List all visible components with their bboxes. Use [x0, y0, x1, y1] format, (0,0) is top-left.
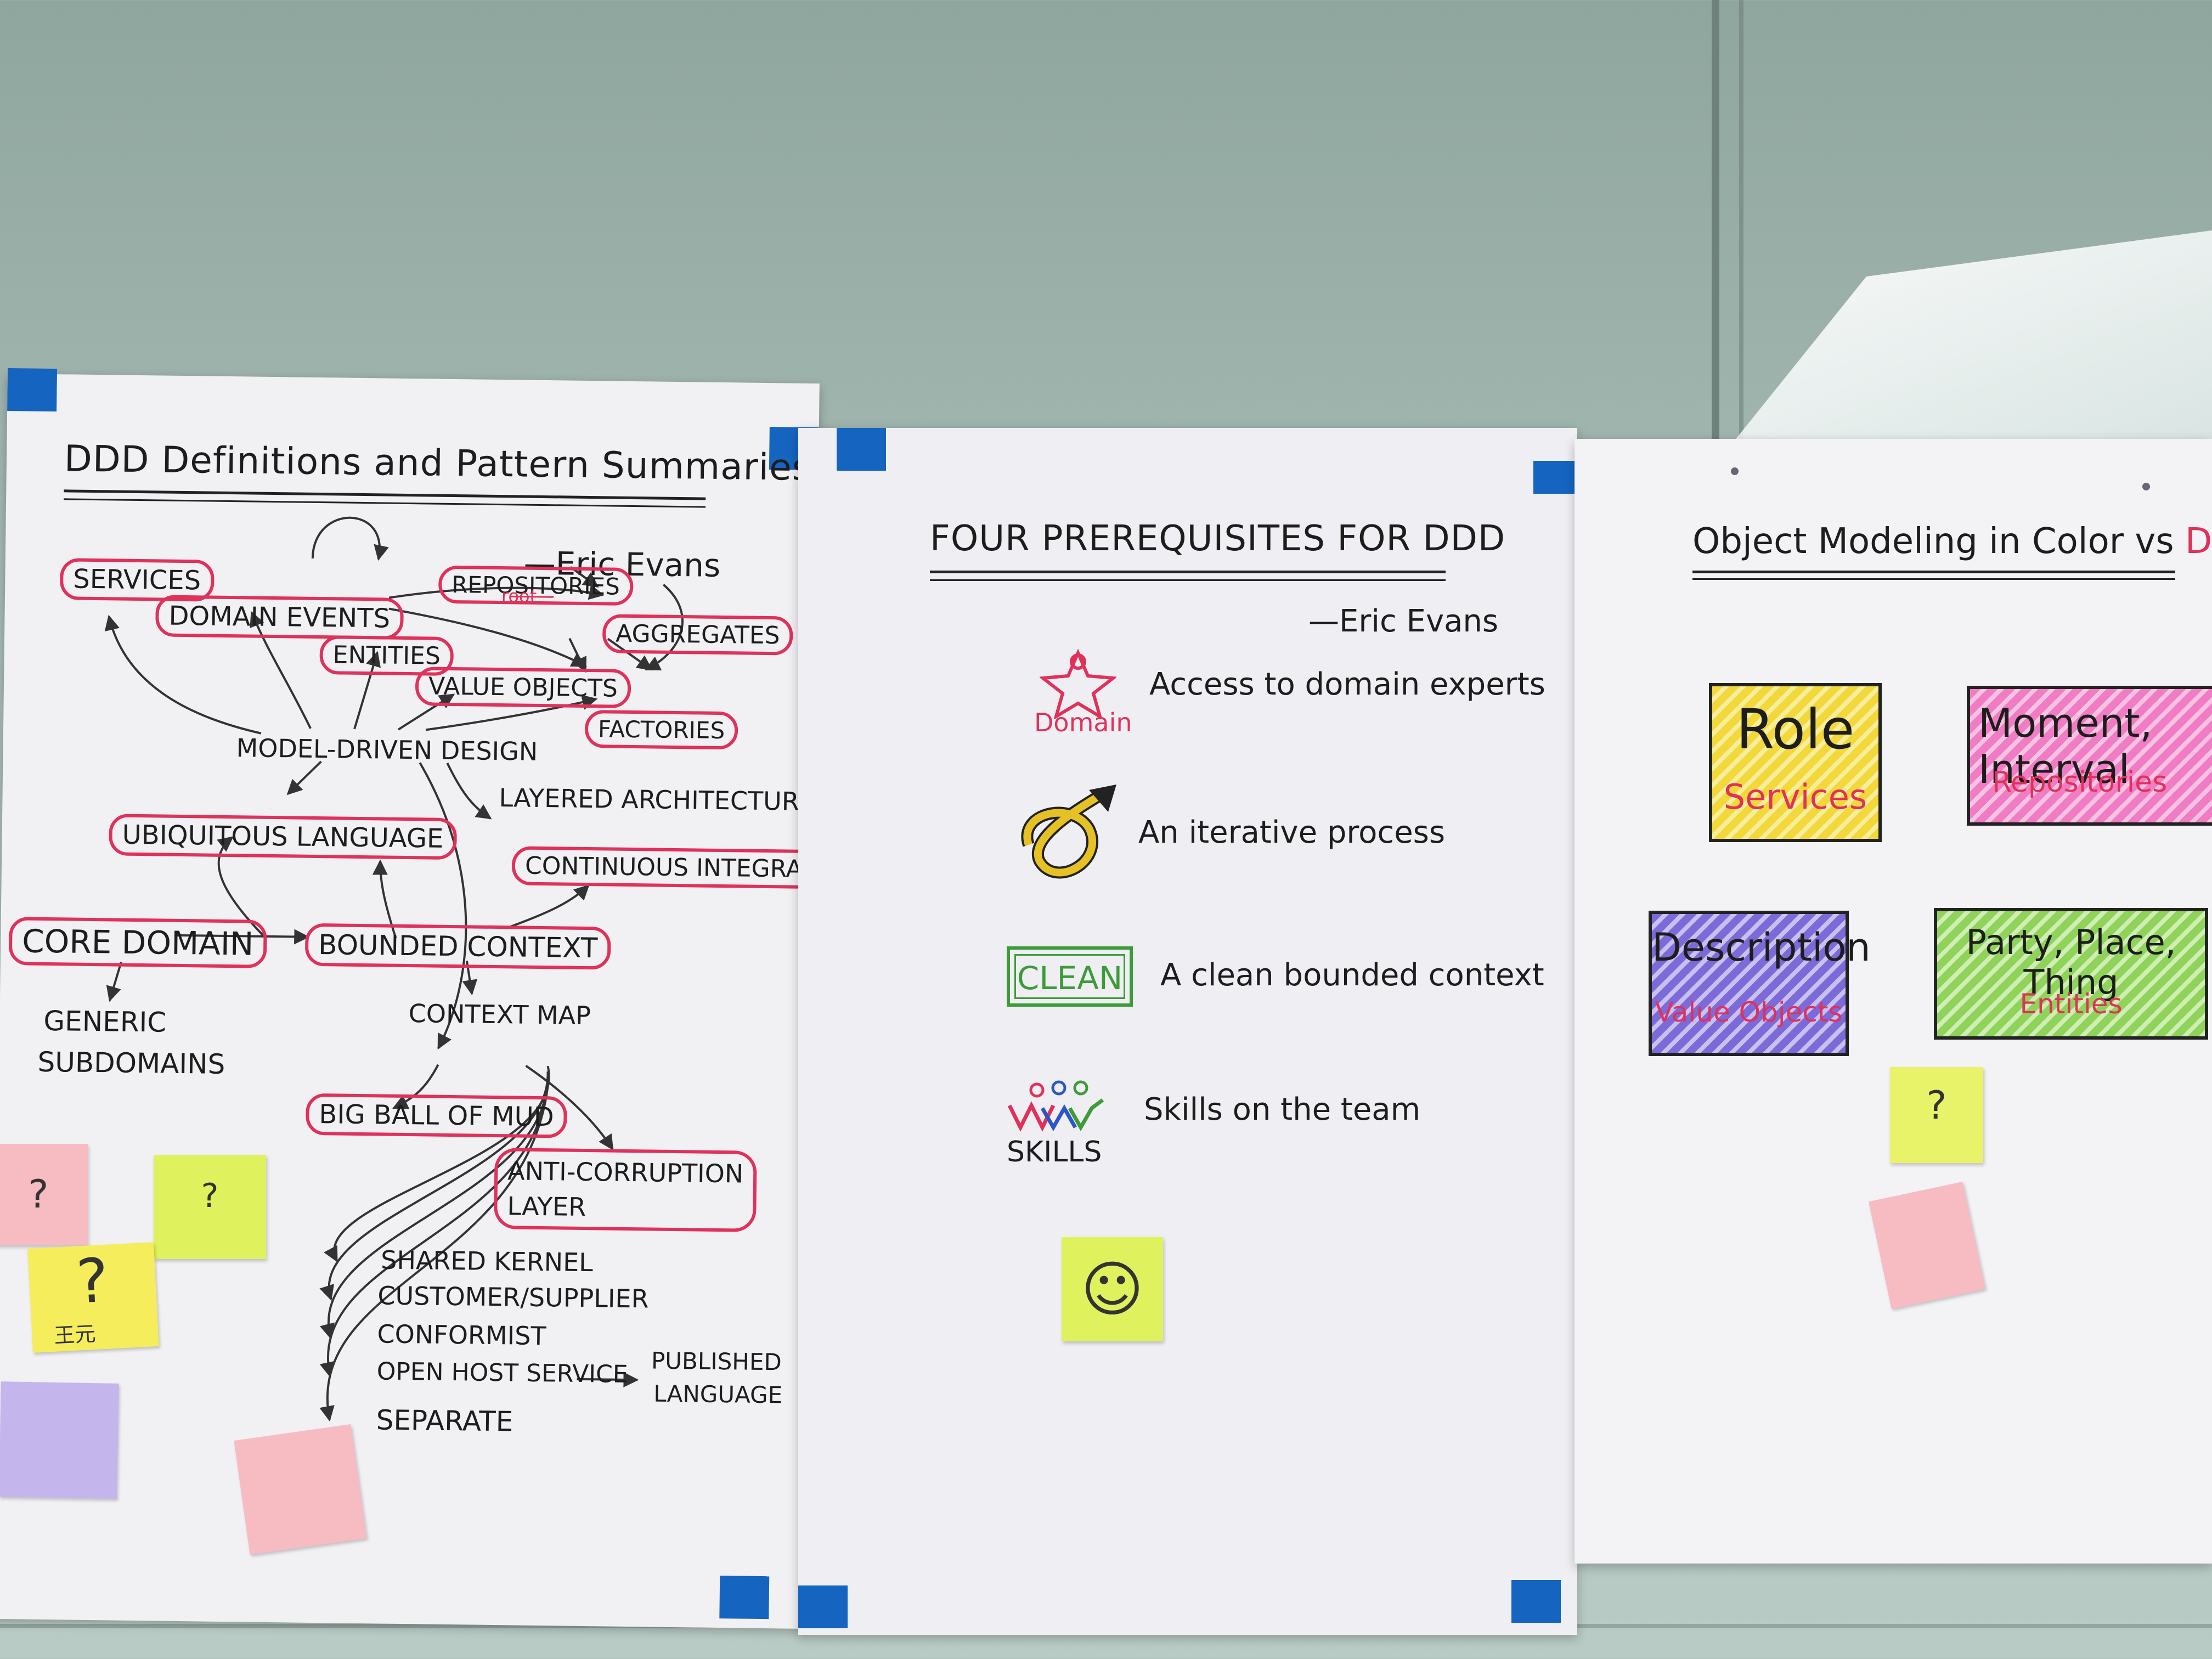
anti-corruption-line2: LAYER	[507, 1191, 586, 1222]
node-root-label: root	[501, 585, 537, 607]
box-description: Description Value Objects	[1649, 911, 1871, 1056]
hole-punch	[2142, 483, 2150, 490]
box-role-main: Role	[1736, 697, 1855, 761]
prereq-skills-on-team: Skills on the team	[1144, 1092, 1421, 1127]
tape-bottom-left	[798, 1585, 848, 1628]
node-open-host-service: OPEN HOST SERVICE	[376, 1357, 628, 1389]
box-party-main: Party, Place, Thing	[1966, 922, 2176, 1002]
node-conformist: CONFORMIST	[377, 1319, 546, 1351]
sticky-note-pink: ?	[0, 1144, 88, 1245]
pattern-arrows	[104, 516, 684, 1422]
node-model-driven-design: MODEL-DRIVEN DESIGN	[236, 733, 538, 766]
node-context-map: CONTEXT MAP	[408, 998, 591, 1031]
sticky-note-pink-2	[234, 1424, 367, 1555]
tape-top-left	[837, 428, 886, 471]
prereq-clean-bounded-context: A clean bounded context	[1160, 957, 1544, 993]
box-description-sub: Value Objects	[1655, 996, 1843, 1028]
title-underline-2	[1692, 578, 2175, 580]
node-generic-subdomains-2: SUBDOMAINS	[37, 1046, 225, 1080]
node-published-language-1: PUBLISHED	[651, 1347, 782, 1376]
title-underline	[1692, 571, 2175, 573]
node-core-domain: CORE DOMAIN	[8, 917, 267, 968]
flipchart-ddd-patterns: DDD Definitions and Pattern Summaries —E…	[0, 368, 873, 1629]
sticky-note-pink-right	[1869, 1181, 1985, 1310]
node-ubiquitous-language: UBIQUITOUS LANGUAGE	[109, 814, 457, 860]
prereq-iterative-process: An iterative process	[1138, 815, 1446, 850]
node-customer-supplier: CUSTOMER/SUPPLIER	[377, 1280, 649, 1314]
node-shared-kernel: SHARED KERNEL	[380, 1245, 594, 1278]
node-factories: FACTORIES	[584, 709, 738, 750]
author: —Eric Evans	[1308, 603, 1499, 639]
sticky-note-violet	[0, 1381, 119, 1499]
node-bounded-context: BOUNDED CONTEXT	[304, 923, 611, 970]
box-moment-main: Moment, Interval	[1978, 700, 2153, 792]
node-published-language-2: LANGUAGE	[653, 1380, 783, 1409]
title-underline	[930, 571, 1446, 573]
node-aggregates: AGGREGATES	[602, 614, 793, 656]
sheet-title: Object Modeling in Color vs DDD	[1692, 521, 2212, 562]
wall-seam	[1739, 0, 1743, 439]
flipchart-object-modeling: Object Modeling in Color vs DDD Role Ser…	[1575, 439, 2212, 1564]
box-party-place-thing: Party, Place, Thing Entities	[1934, 908, 2208, 1040]
prereq-access-to-domain-experts: Access to domain experts	[1149, 667, 1545, 702]
box-party-sub: Entities	[2019, 988, 2123, 1020]
title-main: Object Modeling in Color vs	[1692, 521, 2174, 562]
node-value-objects: VALUE OBJECTS	[415, 667, 631, 708]
star-person-icon	[1040, 648, 1116, 719]
sticky-yellow-note: 王元	[53, 1321, 97, 1348]
node-generic-subdomains: GENERIC	[43, 1005, 167, 1039]
node-domain-events: DOMAIN EVENTS	[155, 595, 404, 640]
wall-seam	[1712, 0, 1719, 439]
clean-box-icon: CLEAN	[1007, 946, 1133, 1007]
clean-icon-label: CLEAN	[1017, 960, 1123, 997]
node-big-ball-of-mud: BIG BALL OF MUD	[306, 1093, 568, 1138]
domain-icon-label: Domain	[1034, 708, 1132, 737]
box-role: Role Services	[1709, 683, 1882, 842]
node-anti-corruption-layer: ANTI-CORRUPTION LAYER	[493, 1147, 757, 1232]
box-moment-sub: Repositories	[1992, 766, 2168, 799]
team-people-icon	[1007, 1080, 1104, 1132]
anti-corruption-line1: ANTI-CORRUPTION	[507, 1156, 744, 1189]
sheet-title: FOUR PREREQUISITES FOR DDD	[930, 518, 1506, 559]
sticky-note-yellow: ? 王元	[27, 1242, 159, 1353]
skills-icon-label: SKILLS	[1007, 1136, 1102, 1169]
node-separate: SEPARATE	[376, 1404, 514, 1438]
spiral-arrow-icon	[1021, 785, 1116, 879]
flipchart-four-prerequisites: FOUR PREREQUISITES FOR DDD —Eric Evans D…	[798, 428, 1583, 1635]
box-moment-interval: Moment, Interval Repositories	[1967, 686, 2212, 826]
node-layered-architecture: LAYERED ARCHITECTURE	[499, 783, 816, 817]
box-role-sub: Services	[1723, 777, 1867, 817]
hole-punch	[1731, 467, 1739, 475]
box-description-main: Description	[1652, 925, 1871, 970]
title-underline-2	[930, 579, 1446, 581]
title-accent: DDD	[2185, 521, 2212, 562]
sticky-note-lime: ?	[154, 1155, 266, 1259]
root-strike	[510, 595, 554, 598]
sticky-note-smile: ☺	[1062, 1237, 1163, 1341]
tape-bottom-right	[1511, 1580, 1561, 1623]
sticky-yellow-mark: ?	[74, 1245, 110, 1317]
window-reflection	[1718, 230, 2212, 461]
sticky-note-lime-right: ?	[1890, 1067, 1983, 1163]
